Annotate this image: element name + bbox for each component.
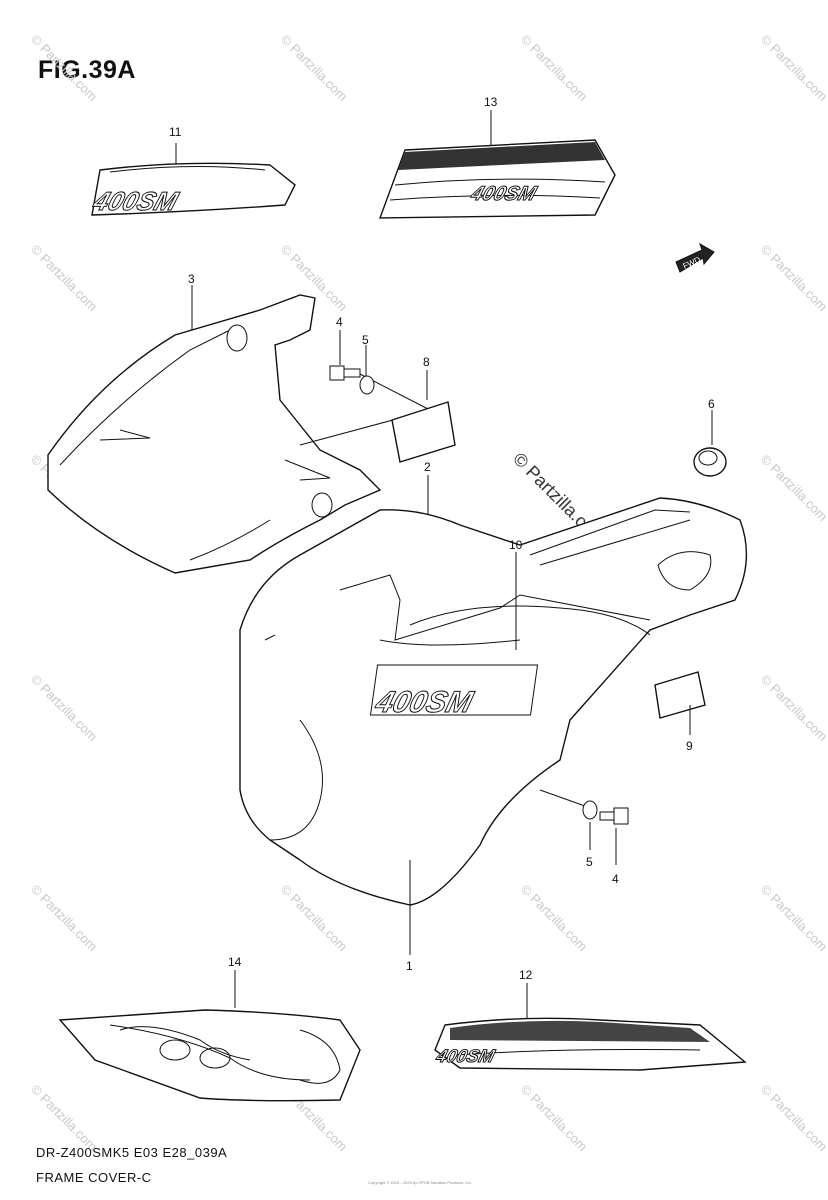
watermark: © Partzilla.com [278,882,351,955]
decal-10-label: 400SM [371,685,477,718]
watermark: © Partzilla.com [278,32,351,105]
watermark: © Partzilla.com [758,242,828,315]
callout-12: 12 [519,968,533,982]
part-11-decal: 400SM [88,143,296,216]
watermark: © Partzilla.com [28,882,101,955]
copyright-text: Copyright © 2024 - 2025 by OPSB Sandbox … [368,1180,472,1185]
part-5-washer-upper [359,345,375,395]
callout-9: 9 [686,739,693,753]
figure-title: FIG.39A [38,56,136,84]
callout-14: 14 [228,955,242,969]
watermark: © Partzilla.com [758,672,828,745]
watermark: © Partzilla.com [518,1082,591,1155]
part-8-pad [391,370,456,463]
fwd-label: FWD [681,255,702,271]
callout-4-lower: 4 [612,872,619,886]
watermark: © Partzilla.com [758,882,828,955]
part-3-left-cover [47,285,382,574]
callout-6: 6 [708,397,715,411]
watermark: © Partzilla.com [518,882,591,955]
watermark: © Partzilla.com [28,242,101,315]
fwd-arrow-icon: FWD [675,242,715,273]
callout-4-upper: 4 [336,315,343,329]
part-14-decal [58,970,361,1102]
callout-13: 13 [484,95,498,109]
part-6-grommet [693,410,727,477]
watermark: © Partzilla.com [28,32,101,105]
watermark: © Partzilla.com [518,32,591,105]
watermark: © Partzilla.com [758,32,828,105]
callout-3: 3 [188,272,195,286]
watermark: © Partzilla.com [28,672,101,745]
callout-5-lower: 5 [586,855,593,869]
section-name: FRAME COVER-C [36,1170,152,1185]
watermark: © Partzilla.com [28,1082,101,1155]
callout-1: 1 [406,959,413,973]
callout-5-upper: 5 [362,333,369,347]
decal-12-label: 400SM [433,1045,497,1066]
decal-11-label: 400SM [89,187,183,216]
callout-10: 10 [509,538,523,552]
part-5-washer-lower [539,789,598,850]
callout-11: 11 [169,125,182,139]
part-1-2-frame-cover: 400SM [239,475,748,955]
part-4-bolt-lower [599,807,629,865]
callout-2: 2 [424,460,431,474]
callout-8: 8 [423,355,430,369]
part-9-pad [654,671,706,735]
watermark: © Partzilla.com [758,1082,828,1155]
watermark: © Partzilla.com [758,452,828,525]
decal-13-label: 400SM [467,182,539,204]
part-13-decal: 400SM [378,110,616,219]
part-12-decal: 400SM [433,983,747,1071]
model-code: DR-Z400SMK5 E03 E28_039A [36,1145,228,1160]
